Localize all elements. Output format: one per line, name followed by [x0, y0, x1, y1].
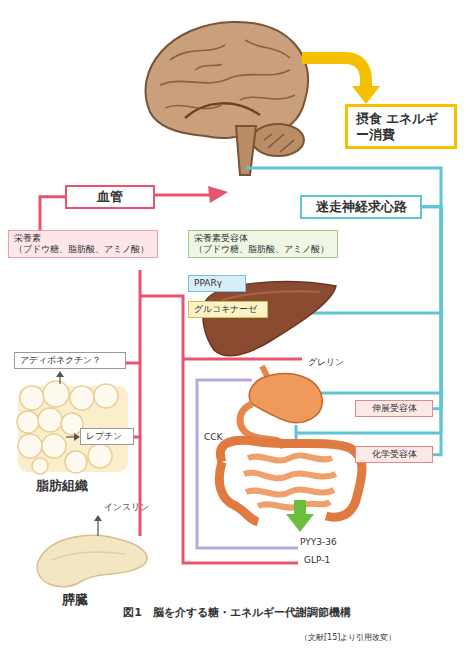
node-title: PPARγ	[194, 278, 240, 289]
brain-gyri	[160, 40, 295, 109]
node-body: （ブドウ糖、脂肪酸、アミノ酸）	[194, 244, 332, 255]
output-box: 摂食 エネルギー消費	[345, 104, 457, 149]
leader-arrow	[56, 371, 64, 377]
output-arrow-head	[352, 86, 380, 104]
corpus-callosum	[185, 103, 260, 118]
receptor-box: 伸展受容体	[355, 400, 433, 417]
output-arrow	[302, 58, 366, 88]
adipocyte	[18, 434, 42, 458]
organ-label: 膵臓	[62, 592, 88, 607]
leader-arrow	[94, 515, 102, 521]
receptor-box: 化学受容体	[355, 446, 433, 463]
node-title: グルコキナーゼ	[194, 304, 262, 315]
adipocyte	[32, 458, 48, 474]
vessel-line	[126, 363, 140, 437]
vessel-box: 血管	[65, 185, 155, 209]
vagal-line	[440, 206, 443, 433]
source-note: （文献[15]より引用改変）	[300, 633, 396, 643]
hormone-label: PYY3-36	[300, 537, 337, 548]
adipocyte	[88, 444, 112, 468]
secretion-arrow-head	[286, 514, 314, 532]
adipocyte	[94, 384, 118, 408]
vessel-line	[155, 194, 210, 197]
vagal-branch-intestine	[296, 425, 441, 441]
node-body: （ブドウ糖、脂肪酸、アミノ酸）	[14, 244, 152, 255]
adipocyte	[65, 451, 87, 473]
receptor-box: 栄養素受容体（ブドウ糖、脂肪酸、アミノ酸）	[188, 230, 338, 258]
liver	[203, 282, 336, 356]
node-title: 血管	[72, 189, 148, 205]
enzyme-box: グルコキナーゼ	[188, 301, 268, 318]
node-title: 化学受容体	[361, 449, 427, 460]
stomach	[249, 374, 322, 423]
hormone-label: インスリン	[104, 502, 149, 513]
connector	[40, 197, 65, 230]
hormone-box: レプチン	[80, 428, 134, 445]
adipocyte	[17, 411, 39, 433]
vessel-arrow-head	[208, 186, 228, 203]
adipocyte	[43, 381, 69, 407]
nutrient-box: 栄養素（ブドウ糖、脂肪酸、アミノ酸）	[8, 230, 158, 258]
cerebellum-lines	[264, 134, 294, 152]
hormone-label: CCK	[204, 432, 222, 443]
connector	[422, 207, 441, 409]
pancreas-duct	[52, 552, 125, 560]
pancreas	[37, 535, 147, 586]
organ-label: 脂肪組織	[36, 478, 88, 493]
node-title: 栄養素	[14, 233, 152, 244]
node-title: 迷走神経求心路	[307, 199, 415, 215]
liver-shine	[222, 291, 320, 300]
node-title: 栄養素受容体	[194, 233, 332, 244]
hormone-label: グレリン	[308, 357, 344, 368]
ppar-box: PPARγ	[188, 275, 246, 292]
vagal-box: 迷走神経求心路	[300, 195, 422, 219]
hormone-box: アディポネクチン？	[14, 352, 126, 369]
small-intestine	[244, 455, 336, 507]
node-title: 伸展受容体	[361, 403, 427, 414]
secretion-arrow	[294, 500, 306, 516]
brain-cerebellum	[252, 124, 304, 156]
node-title: レプチン	[86, 431, 128, 442]
hormone-label: GLP-1	[304, 555, 330, 566]
vessel-line	[183, 358, 302, 361]
node-title: アディポネクチン？	[20, 355, 120, 366]
brain-cerebrum	[146, 22, 309, 138]
adipocyte	[70, 386, 94, 410]
figure-caption: 図1 脳を介する糖・エネルギー代謝調節機構	[0, 606, 474, 619]
adipocyte	[20, 386, 44, 410]
adipocyte	[42, 434, 66, 458]
vessel-line	[139, 270, 142, 536]
adipocyte	[38, 408, 62, 432]
connector	[422, 207, 441, 455]
node-title: 摂食 エネルギー消費	[356, 111, 446, 142]
